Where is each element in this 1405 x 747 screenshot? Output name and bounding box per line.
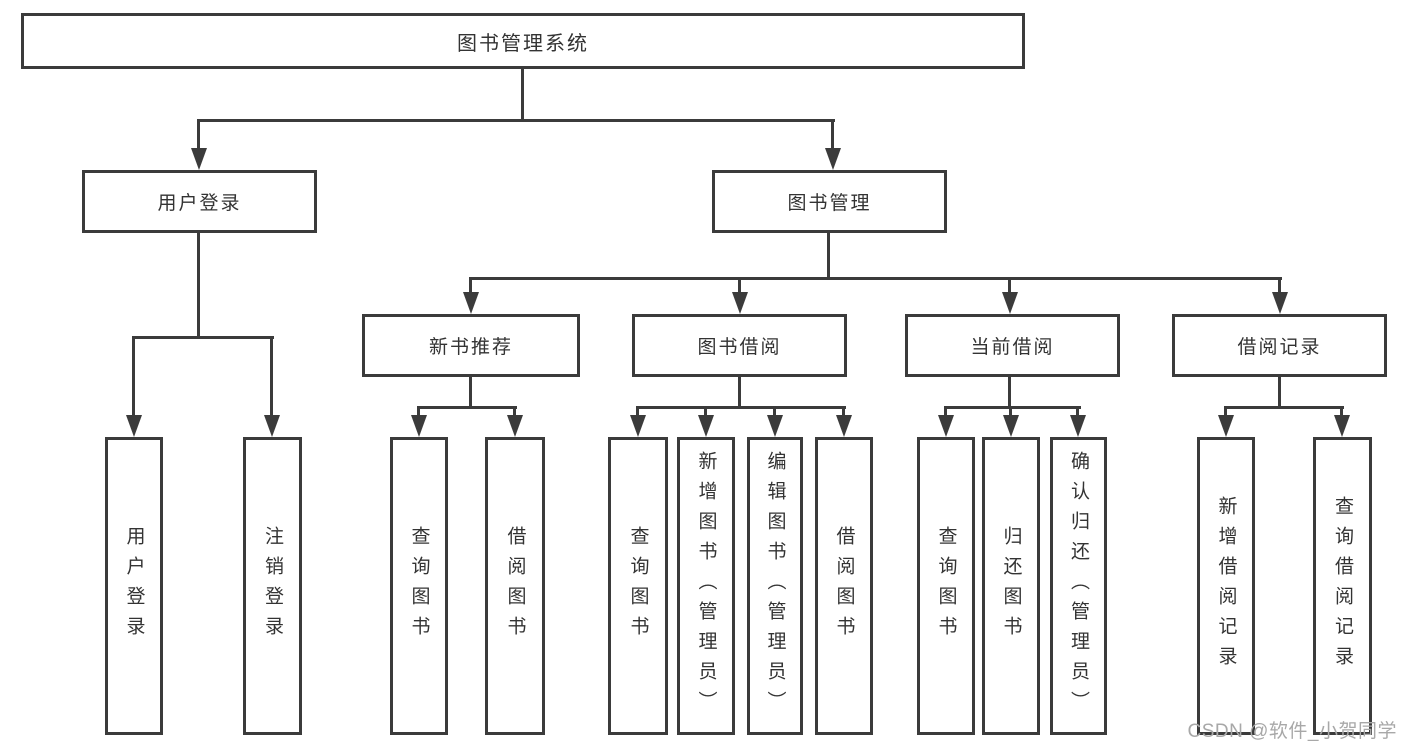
node-label: 图书管理 bbox=[787, 193, 872, 214]
connector-line bbox=[417, 406, 420, 418]
node-label: 图书管理系统 bbox=[457, 32, 589, 55]
node-query-borrow-record: 查询借阅记录 bbox=[1313, 437, 1372, 735]
connector-line bbox=[513, 406, 516, 418]
node-new-book-recommend: 新书推荐 bbox=[362, 314, 580, 377]
connector-line bbox=[1008, 277, 1011, 295]
connector-line bbox=[1340, 406, 1343, 418]
arrowhead-down-icon bbox=[732, 292, 748, 314]
connector-line bbox=[944, 406, 1081, 409]
csdn-watermark: CSDN @软件_小贺同学 bbox=[1187, 721, 1397, 742]
arrowhead-down-icon bbox=[191, 148, 207, 170]
connector-line bbox=[636, 406, 639, 418]
node-query-books-current: 查询图书 bbox=[917, 437, 975, 735]
connector-line bbox=[197, 119, 200, 152]
arrowhead-down-icon bbox=[1218, 415, 1234, 437]
arrowhead-down-icon bbox=[507, 415, 523, 437]
arrowhead-down-icon bbox=[1003, 415, 1019, 437]
arrowhead-down-icon bbox=[767, 415, 783, 437]
node-label: 查询图书 bbox=[627, 526, 649, 646]
connector-line bbox=[469, 277, 1282, 280]
connector-line bbox=[197, 119, 835, 122]
arrowhead-down-icon bbox=[264, 415, 280, 437]
node-return-books: 归还图书 bbox=[982, 437, 1040, 735]
connector-line bbox=[827, 233, 830, 277]
node-label: 借阅记录 bbox=[1237, 337, 1322, 358]
node-logout: 注销登录 bbox=[243, 437, 302, 735]
node-current-borrowing: 当前借阅 bbox=[905, 314, 1120, 377]
connector-line bbox=[1009, 406, 1012, 418]
node-borrow-books: 借阅图书 bbox=[815, 437, 873, 735]
node-query-books-borrowing: 查询图书 bbox=[608, 437, 668, 735]
arrowhead-down-icon bbox=[825, 148, 841, 170]
connector-line bbox=[1278, 277, 1281, 295]
node-edit-books-admin: 编辑图书（管理员） bbox=[747, 437, 803, 735]
arrowhead-down-icon bbox=[1070, 415, 1086, 437]
node-label: 用户登录 bbox=[157, 193, 242, 214]
node-borrowing-records: 借阅记录 bbox=[1172, 314, 1387, 377]
connector-line bbox=[521, 68, 524, 119]
node-query-books-recommend: 查询图书 bbox=[390, 437, 448, 735]
node-label: 当前借阅 bbox=[970, 337, 1055, 358]
connector-line bbox=[773, 406, 776, 418]
arrowhead-down-icon bbox=[938, 415, 954, 437]
node-label: 图书借阅 bbox=[697, 337, 782, 358]
arrowhead-down-icon bbox=[463, 292, 479, 314]
arrowhead-down-icon bbox=[411, 415, 427, 437]
connector-line bbox=[1224, 406, 1344, 409]
node-label: 查询图书 bbox=[935, 526, 957, 646]
arrowhead-down-icon bbox=[1334, 415, 1350, 437]
connector-line bbox=[944, 406, 947, 418]
node-label: 新增借阅记录 bbox=[1215, 496, 1237, 676]
node-borrow-books-recommend: 借阅图书 bbox=[485, 437, 545, 735]
node-add-books-admin: 新增图书（管理员） bbox=[677, 437, 735, 735]
node-label: 查询图书 bbox=[408, 526, 430, 646]
connector-line bbox=[132, 336, 274, 339]
connector-line bbox=[831, 119, 834, 152]
node-book-management: 图书管理 bbox=[712, 170, 947, 233]
node-label: 借阅图书 bbox=[504, 526, 526, 646]
arrowhead-down-icon bbox=[1002, 292, 1018, 314]
node-label: 新书推荐 bbox=[428, 337, 513, 358]
arrowhead-down-icon bbox=[1272, 292, 1288, 314]
connector-line bbox=[1076, 406, 1079, 418]
arrowhead-down-icon bbox=[126, 415, 142, 437]
node-book-borrowing: 图书借阅 bbox=[632, 314, 847, 377]
node-add-borrow-record: 新增借阅记录 bbox=[1197, 437, 1255, 735]
node-user-login-leaf: 用户登录 bbox=[105, 437, 163, 735]
connector-line bbox=[469, 377, 472, 406]
node-label: 注销登录 bbox=[262, 526, 283, 646]
node-label: 编辑图书（管理员） bbox=[764, 451, 786, 721]
connector-line bbox=[469, 277, 472, 295]
node-user-login: 用户登录 bbox=[82, 170, 317, 233]
connector-line bbox=[636, 406, 846, 409]
connector-line bbox=[1008, 377, 1011, 406]
connector-line bbox=[1224, 406, 1227, 418]
node-label: 归还图书 bbox=[1000, 526, 1022, 646]
connector-line bbox=[270, 336, 273, 418]
connector-line bbox=[704, 406, 707, 418]
node-library-management-system: 图书管理系统 bbox=[21, 13, 1025, 69]
connector-line bbox=[132, 336, 135, 418]
node-label: 用户登录 bbox=[123, 526, 145, 646]
node-confirm-return-admin: 确认归还（管理员） bbox=[1050, 437, 1107, 735]
connector-line bbox=[842, 406, 845, 418]
arrowhead-down-icon bbox=[630, 415, 646, 437]
connector-line bbox=[738, 377, 741, 406]
arrowhead-down-icon bbox=[698, 415, 714, 437]
node-label: 借阅图书 bbox=[833, 526, 855, 646]
connector-line bbox=[197, 233, 200, 336]
arrowhead-down-icon bbox=[836, 415, 852, 437]
node-label: 确认归还（管理员） bbox=[1068, 451, 1089, 721]
connector-line bbox=[738, 277, 741, 295]
connector-line bbox=[1278, 377, 1281, 406]
node-label: 查询借阅记录 bbox=[1332, 496, 1353, 676]
node-label: 新增图书（管理员） bbox=[695, 451, 717, 721]
connector-line bbox=[417, 406, 517, 409]
